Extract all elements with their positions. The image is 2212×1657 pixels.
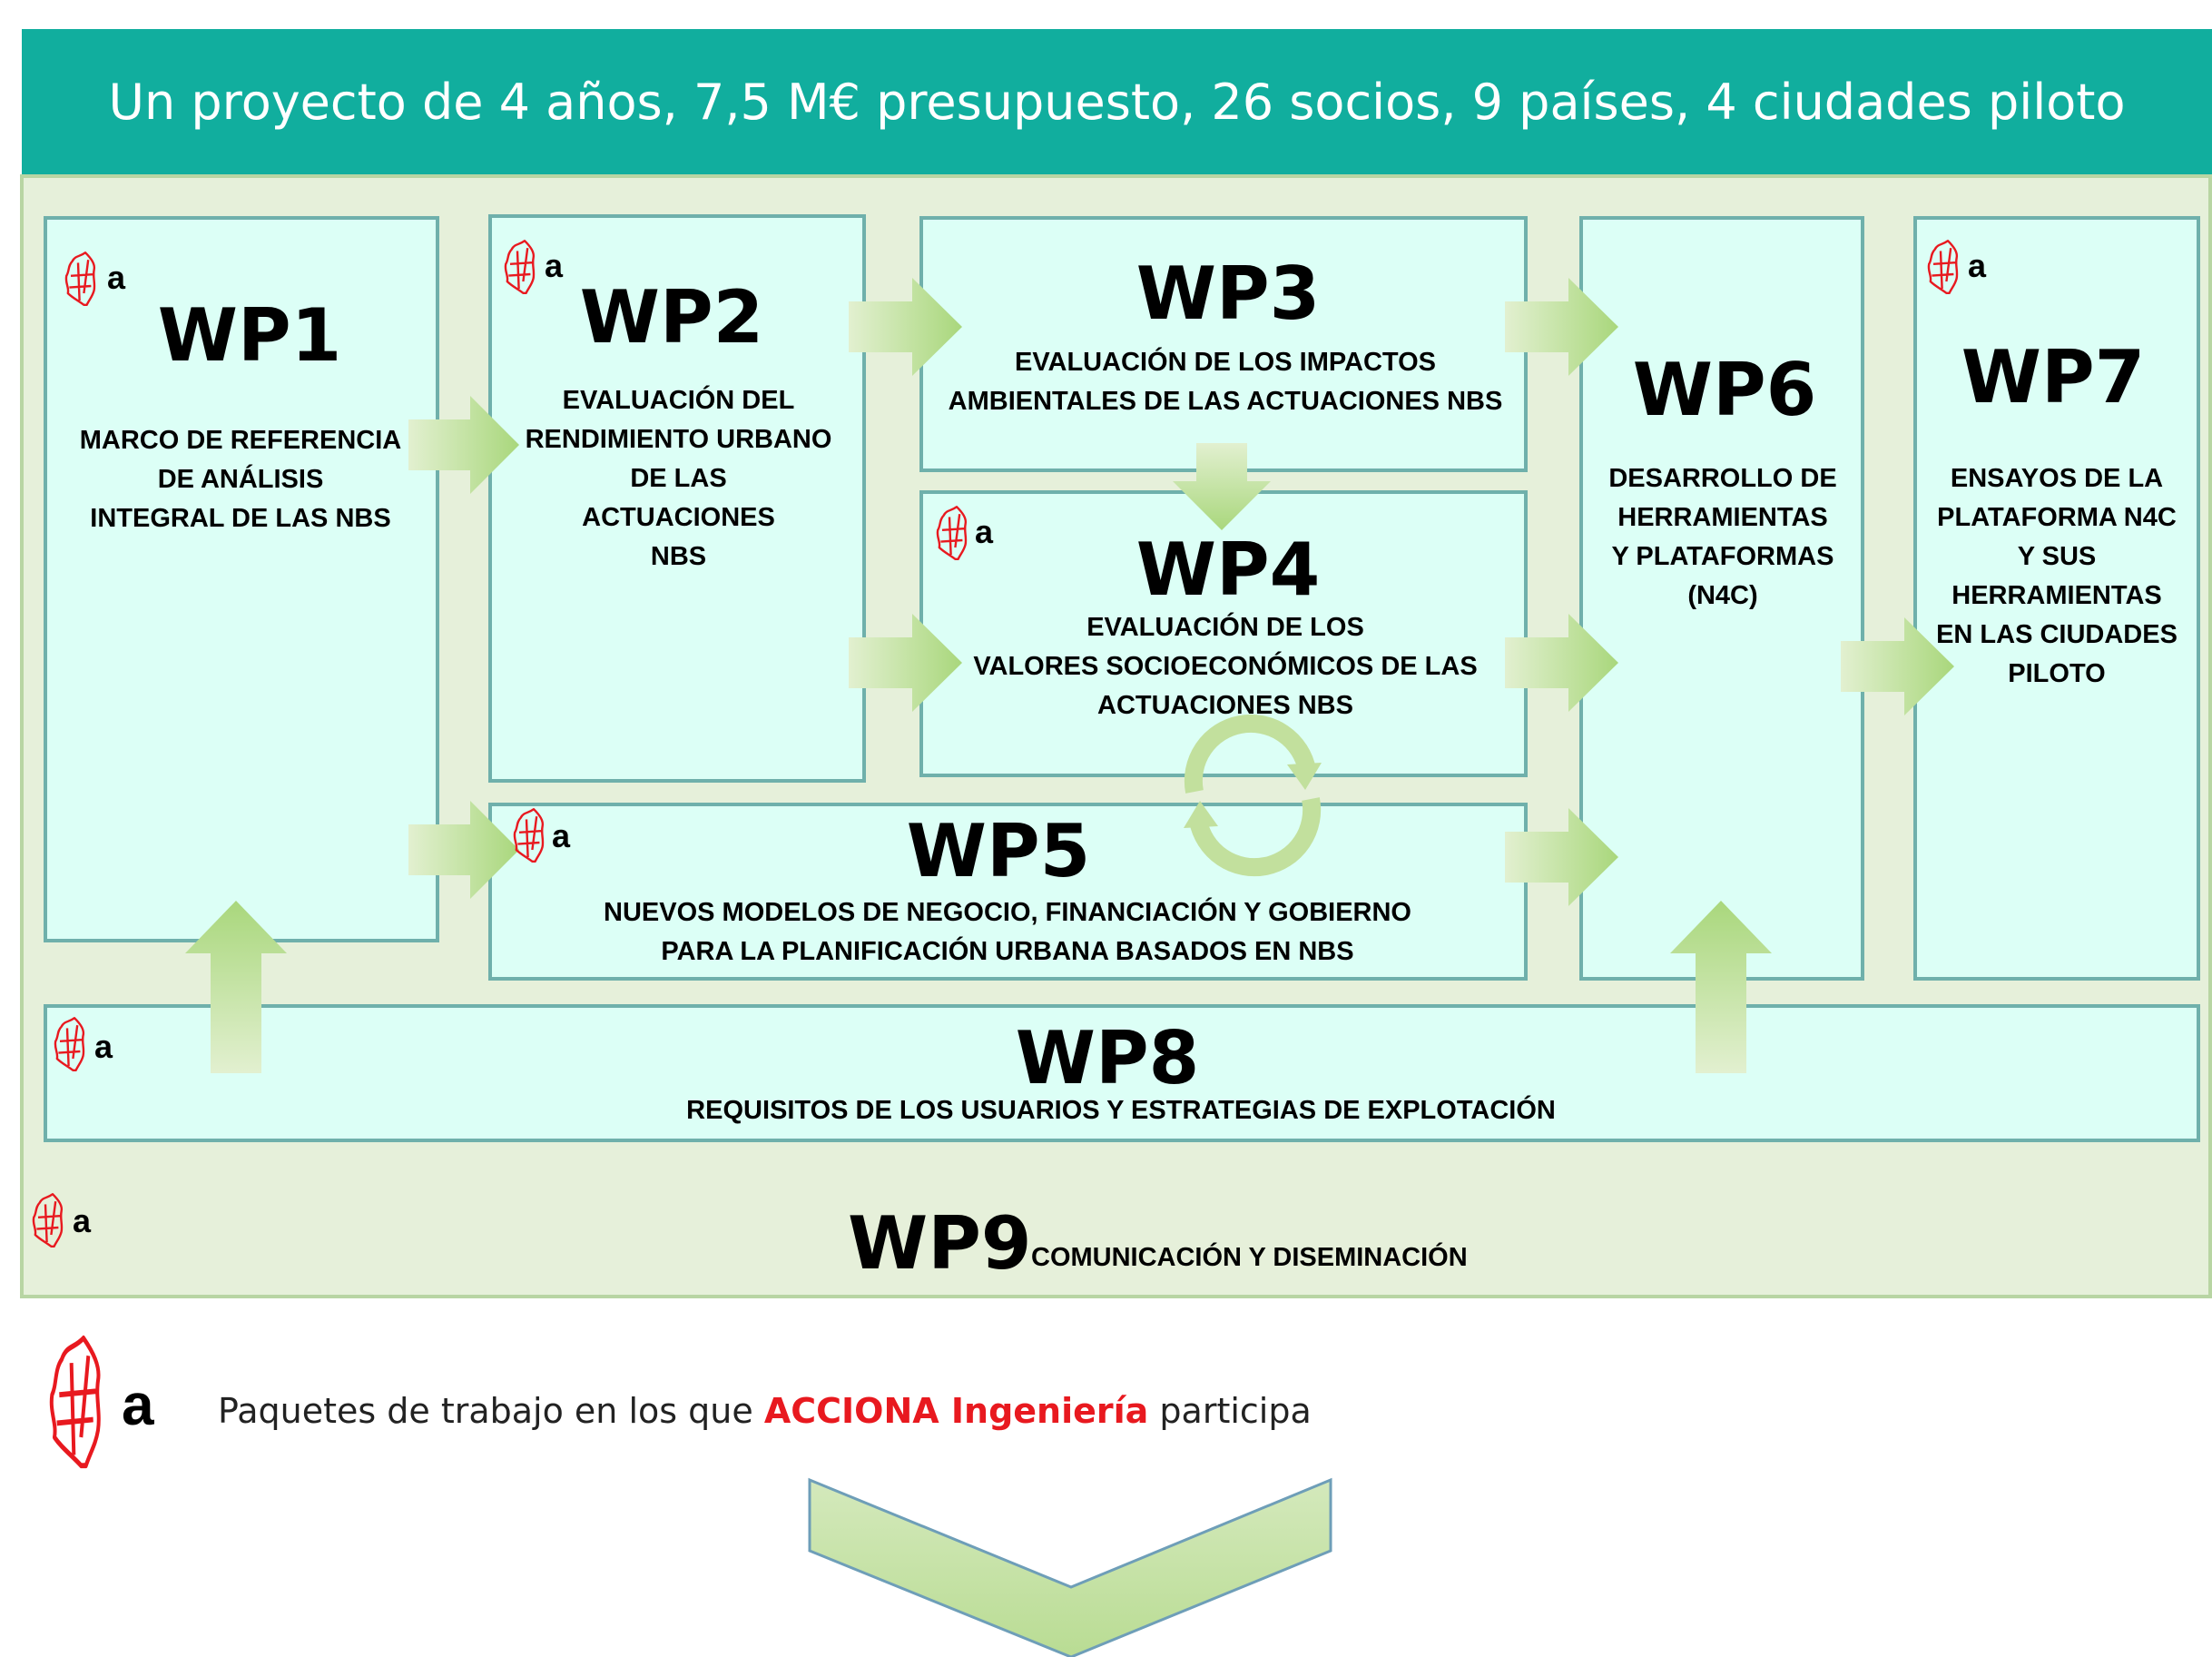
logo-letter: a <box>122 1372 154 1437</box>
logo-letter: a <box>73 1202 92 1239</box>
arrow-right-wp5-wp6 <box>1505 808 1618 906</box>
logo-letter: a <box>107 259 126 296</box>
legend-brand: ACCIONA Ingeniería <box>763 1391 1149 1431</box>
acciona-logo-icon: a <box>1926 238 1999 311</box>
arrow-up-wp8-wp6 <box>1670 901 1772 1073</box>
wp2-description: EVALUACIÓN DEL RENDIMIENTO URBANO DE LAS… <box>525 386 832 571</box>
wp6-description: DESARROLLO DE HERRAMIENTAS Y PLATAFORMAS… <box>1608 464 1837 610</box>
logo-letter: a <box>545 247 564 284</box>
arrow-right-wp1-wp5 <box>408 801 519 899</box>
acciona-logo-icon: a <box>503 238 575 311</box>
logo-letter: a <box>975 513 994 550</box>
legend-acciona-logo-icon: a <box>47 1331 165 1476</box>
acciona-logo-icon: a <box>512 806 585 879</box>
arrow-right-wp6-wp7 <box>1841 617 1954 715</box>
wp5-description: NUEVOS MODELOS DE NEGOCIO, FINANCIACIÓN … <box>604 898 1411 966</box>
wp7-title: WP7 <box>1961 335 2146 419</box>
wp9-description: COMUNICACIÓN Y DISEMINACIÓN <box>1031 1243 1468 1272</box>
result-chevron-down-icon <box>808 1477 1332 1657</box>
cycle-arrowhead-icon <box>1287 763 1322 790</box>
arrow-right-wp3-wp6 <box>1505 278 1618 376</box>
wp4-description: EVALUACIÓN DE LOS VALORES SOCIOECONÓMICO… <box>973 613 1478 720</box>
wp8-description: REQUISITOS DE LOS USUARIOS Y ESTRATEGIAS… <box>686 1096 1556 1125</box>
wp2-box <box>488 214 866 783</box>
wp1-box <box>44 216 439 942</box>
legend-text: Paquetes de trabajo en los que ACCIONA I… <box>218 1391 1312 1431</box>
wp5-title: WP5 <box>906 809 1091 893</box>
wp9-title: WP9 <box>848 1201 1032 1286</box>
arrow-right-wp1-wp2 <box>408 396 519 494</box>
acciona-logo-icon: a <box>31 1191 103 1264</box>
acciona-logo-icon: a <box>53 1015 125 1088</box>
wp8-title: WP8 <box>1015 1016 1200 1100</box>
wp5-box <box>488 803 1528 981</box>
wp2-title: WP2 <box>579 275 764 360</box>
wp3-description: EVALUACIÓN DE LOS IMPACTOS AMBIENTALES D… <box>948 348 1503 416</box>
legend-text-before: Paquetes de trabajo en los que <box>218 1391 753 1431</box>
logo-letter: a <box>552 817 571 854</box>
wp1-title: WP1 <box>157 293 342 378</box>
arrow-right-wp2-wp3 <box>849 278 962 376</box>
logo-letter: a <box>1968 247 1987 284</box>
arrow-right-wp2-wp4 <box>849 614 962 712</box>
logo-letter: a <box>94 1028 113 1065</box>
cycle-arrows-icon <box>1184 714 1322 877</box>
cycle-arrowhead-icon <box>1184 801 1218 828</box>
banner-text: Un proyecto de 4 años, 7,5 M€ presupuest… <box>108 73 2126 131</box>
arrow-right-wp4-wp6 <box>1505 614 1618 712</box>
wp7-box <box>1913 216 2200 981</box>
wp4-title: WP4 <box>1135 528 1321 612</box>
project-summary-banner: Un proyecto de 4 años, 7,5 M€ presupuest… <box>22 29 2212 174</box>
wp1-description: MARCO DE REFERENCIA DE ANÁLISIS INTEGRAL… <box>79 426 402 533</box>
wp6-box <box>1579 216 1864 981</box>
legend-text-after: participa <box>1159 1391 1312 1431</box>
arrow-down-wp3-wp4 <box>1173 443 1271 530</box>
wp8-box <box>44 1004 2200 1142</box>
acciona-logo-icon: a <box>64 250 136 322</box>
acciona-logo-icon: a <box>935 504 1008 577</box>
wp3-title: WP3 <box>1135 252 1321 336</box>
wp7-description: ENSAYOS DE LA PLATAFORMA N4C Y SUS HERRA… <box>1936 464 2178 688</box>
wp6-title: WP6 <box>1632 348 1817 432</box>
arrow-up-wp8-wp1 <box>185 901 287 1073</box>
